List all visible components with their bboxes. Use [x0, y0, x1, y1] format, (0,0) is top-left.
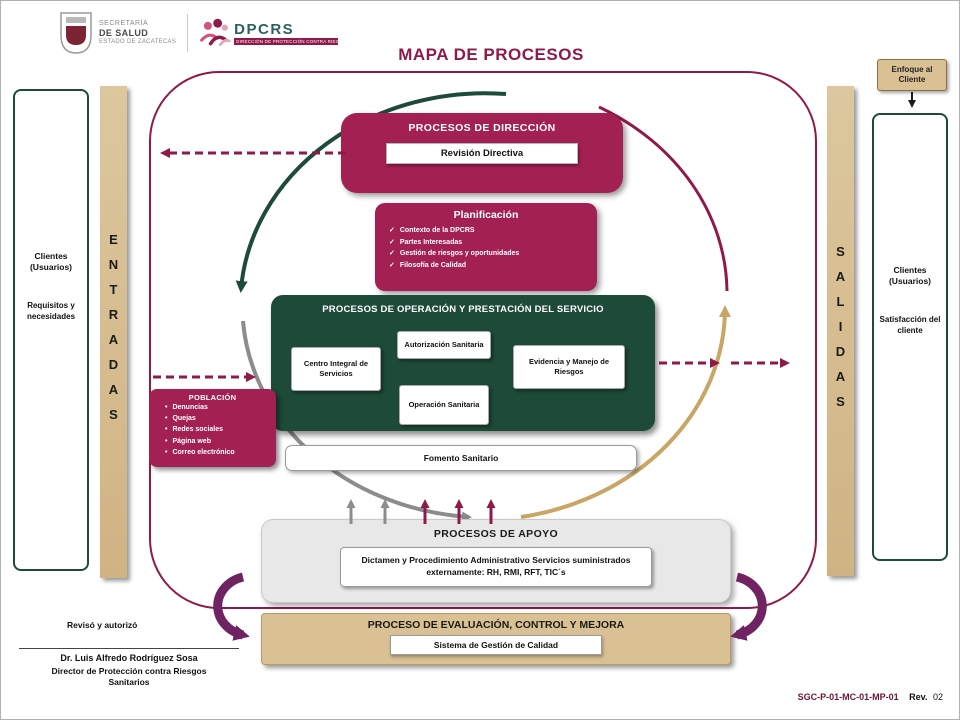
clientes-salida-subtitle: Satisfacción del cliente	[879, 314, 941, 336]
centro-integral-box: Centro Integral de Servicios	[291, 347, 381, 391]
clientes-salida-title: Clientes (Usuarios)	[888, 265, 932, 287]
fomento-sanitario-label: Fomento Sanitario	[423, 453, 499, 463]
planificacion-item-label: Gestión de riesgos y oportunidades	[399, 250, 520, 258]
secretaria-shield-icon	[60, 12, 92, 54]
planificacion-item: ✓ Partes Interesadas	[389, 237, 597, 249]
dpcrs-caption: DIRECCIÓN DE PROTECCIÓN CONTRA RIESGOS S…	[234, 38, 339, 45]
centro-integral-label: Centro Integral de Servicios	[303, 358, 369, 378]
procesos-operacion-box: PROCESOS DE OPERACIÓN Y PRESTACIÓN DEL S…	[271, 295, 655, 431]
poblacion-item: • Denuncias	[165, 402, 276, 413]
bullet-icon: •	[165, 448, 168, 456]
planificacion-item: ✓ Contexto de la DPCRS	[389, 225, 597, 237]
planificacion-list: ✓ Contexto de la DPCRS ✓ Partes Interesa…	[389, 225, 597, 271]
process-boundary	[149, 71, 817, 609]
revision-label: Rev.	[909, 692, 928, 702]
operacion-sanitaria-label: Operación Sanitaria	[408, 399, 480, 409]
dictamen-box: Dictamen y Procedimiento Administrativo …	[340, 547, 652, 587]
header-logo: SECRETARÍA DE SALUD ESTADO DE ZACATECAS …	[59, 9, 339, 57]
planificacion-title: Planificación	[453, 209, 519, 221]
planificacion-item-label: Contexto de la DPCRS	[399, 227, 475, 234]
document-code-value: SGC-P-01-MC-01-MP-01	[797, 692, 899, 702]
secretaria-line2: DE SALUD	[99, 27, 149, 38]
bullet-icon: •	[165, 426, 168, 434]
document-code: SGC-P-01-MC-01-MP-01 Rev. 02	[798, 692, 943, 702]
entradas-label: ENTRADAS	[106, 232, 121, 432]
check-icon: ✓	[389, 261, 395, 269]
secretaria-line3: ESTADO DE ZACATECAS	[99, 39, 177, 46]
bullet-icon: •	[165, 415, 168, 423]
poblacion-item: • Quejas	[165, 413, 276, 424]
check-icon: ✓	[389, 238, 395, 246]
poblacion-item-label: Denuncias	[172, 404, 208, 411]
planificacion-item-label: Partes Interesadas	[399, 238, 463, 246]
procesos-apoyo-box: PROCESOS DE APOYO Dictamen y Procedimien…	[261, 519, 731, 603]
signature-label: Revisó y autorizó	[67, 620, 138, 630]
salidas-bar: SALIDAS	[827, 86, 854, 576]
sgc-label: Sistema de Gestión de Calidad	[433, 640, 559, 650]
dpcrs-acronym: DPCRS	[234, 21, 295, 38]
page-title: MAPA DE PROCESOS	[398, 45, 584, 64]
clientes-entrada-subtitle: Requisitos y necesidades	[26, 300, 76, 322]
salidas-label: SALIDAS	[833, 243, 848, 419]
clientes-entrada-title: Clientes (Usuarios)	[29, 251, 73, 273]
poblacion-item-label: Correo electrónico	[172, 448, 235, 456]
check-icon: ✓	[389, 250, 395, 258]
signature-name: Dr. Luis Alfredo Rodríguez Sosa	[60, 653, 198, 663]
operacion-sanitaria-box: Operación Sanitaria	[399, 385, 489, 425]
bullet-icon: •	[165, 404, 168, 411]
secretaria-line1: SECRETARÍA	[99, 19, 149, 27]
entradas-bar: ENTRADAS	[100, 86, 127, 578]
procesos-operacion-title: PROCESOS DE OPERACIÓN Y PRESTACIÓN DEL S…	[322, 304, 604, 315]
logo-divider	[187, 14, 189, 52]
proceso-evaluacion-box: PROCESO DE EVALUACIÓN, CONTROL Y MEJORA …	[261, 613, 731, 665]
revision-directiva-box: Revisión Directiva	[386, 143, 578, 164]
poblacion-title: POBLACIÓN	[188, 393, 237, 402]
enfoque-cliente-label: Enfoque al Cliente	[891, 65, 933, 84]
fomento-sanitario-box: Fomento Sanitario	[285, 445, 637, 471]
bullet-icon: •	[165, 437, 168, 445]
poblacion-item: • Página web	[165, 436, 276, 447]
dictamen-label: Dictamen y Procedimiento Administrativo …	[361, 555, 631, 577]
procesos-direccion-title: PROCESOS DE DIRECCIÓN	[408, 122, 556, 134]
enfoque-cliente-box: Enfoque al Cliente	[877, 59, 947, 91]
revision-value: 02	[932, 692, 943, 702]
dpcrs-logo: DPCRS DIRECCIÓN DE PROTECCIÓN CONTRA RIE…	[199, 16, 339, 50]
autorizacion-sanitaria-label: Autorización Sanitaria	[404, 339, 484, 349]
signature-line	[19, 648, 239, 649]
check-icon: ✓	[389, 227, 395, 234]
revision-directiva-label: Revisión Directiva	[440, 148, 524, 159]
planificacion-box: Planificación ✓ Contexto de la DPCRS ✓ P…	[375, 203, 597, 291]
signature-role: Director de Protección contra Riesgos Sa…	[51, 666, 207, 688]
procesos-apoyo-title: PROCESOS DE APOYO	[433, 528, 559, 540]
poblacion-item: • Correo electrónico	[165, 447, 276, 458]
poblacion-item: • Redes sociales	[165, 424, 276, 435]
autorizacion-sanitaria-box: Autorización Sanitaria	[397, 331, 491, 359]
poblacion-item-label: Página web	[172, 437, 211, 445]
sgc-box: Sistema de Gestión de Calidad	[390, 635, 602, 655]
procesos-direccion-box: PROCESOS DE DIRECCIÓN Revisión Directiva	[341, 113, 623, 193]
clientes-salida-panel: Clientes (Usuarios) Satisfacción del cli…	[872, 113, 948, 561]
poblacion-box: POBLACIÓN • Denuncias • Quejas • Redes s…	[149, 389, 276, 467]
clientes-entrada-panel: Clientes (Usuarios) Requisitos y necesid…	[13, 89, 89, 571]
secretaria-text: SECRETARÍA DE SALUD ESTADO DE ZACATECAS	[99, 19, 176, 48]
poblacion-item-label: Quejas	[172, 415, 196, 423]
planificacion-item-label: Filosofía de Calidad	[399, 261, 466, 269]
proceso-evaluacion-title: PROCESO DE EVALUACIÓN, CONTROL Y MEJORA	[367, 619, 625, 631]
dpcrs-people-icon	[200, 18, 231, 46]
evidencia-riesgos-label: Evidencia y Manejo de Riesgos	[528, 356, 610, 376]
planificacion-item: ✓ Gestión de riesgos y oportunidades	[389, 248, 597, 260]
poblacion-item-label: Redes sociales	[172, 426, 224, 434]
evidencia-riesgos-box: Evidencia y Manejo de Riesgos	[513, 345, 625, 389]
planificacion-item: ✓ Filosofía de Calidad	[389, 260, 597, 272]
